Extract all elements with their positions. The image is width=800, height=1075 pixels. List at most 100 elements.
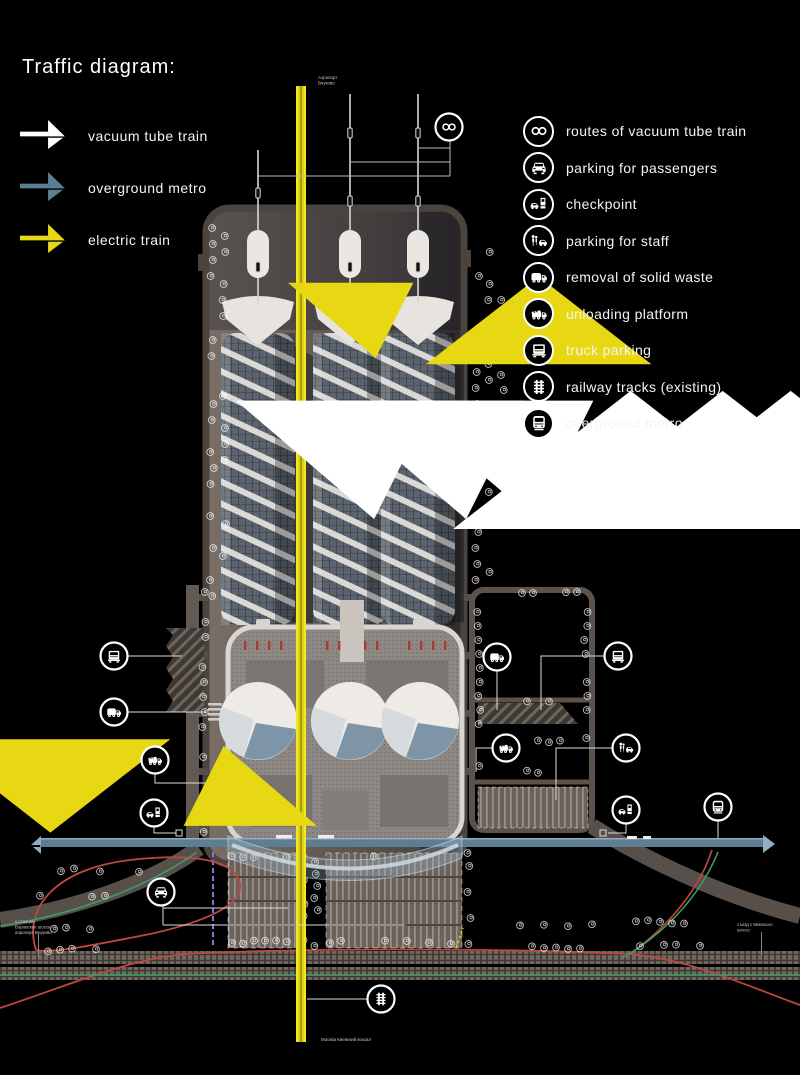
dock-ladder-left bbox=[208, 703, 222, 721]
tree-icon bbox=[208, 256, 217, 264]
tree-icon bbox=[272, 936, 280, 945]
tree-icon bbox=[403, 937, 411, 945]
tree-icon bbox=[206, 480, 215, 488]
checkpoint-callout bbox=[139, 798, 183, 837]
tree-icon bbox=[210, 464, 218, 472]
route-green-left bbox=[0, 851, 198, 927]
tree-icon bbox=[473, 608, 482, 616]
caption-leader-line bbox=[38, 934, 39, 958]
tree-icon bbox=[529, 589, 537, 597]
tree-icon bbox=[310, 942, 319, 950]
tree-icon bbox=[219, 392, 227, 400]
checkpoint-callout bbox=[599, 795, 641, 837]
tree-icon bbox=[644, 916, 652, 925]
tree-icon bbox=[580, 636, 589, 644]
tree-icon bbox=[463, 888, 472, 896]
tree-icon bbox=[50, 925, 58, 933]
tree-icon bbox=[474, 636, 483, 644]
tree-icon bbox=[221, 440, 230, 448]
legend-item-overground-metro: overground metro bbox=[20, 162, 208, 214]
legend-item-railway-tracks: railway tracks (existing) bbox=[523, 369, 746, 406]
infinity-bracket bbox=[258, 141, 451, 177]
ramp-disc-2 bbox=[311, 682, 389, 760]
tree-icon bbox=[485, 280, 494, 288]
tree-icon bbox=[475, 272, 483, 280]
legend-item-vacuum-routes: routes of vacuum tube train bbox=[523, 113, 746, 150]
tree-icon bbox=[218, 296, 227, 304]
tree-icon bbox=[208, 336, 217, 344]
tree-icon bbox=[220, 456, 229, 464]
tree-icon bbox=[476, 706, 485, 714]
tree-icon bbox=[672, 940, 680, 949]
tree-icon bbox=[576, 944, 584, 953]
tree-icon bbox=[201, 633, 210, 641]
tree-icon bbox=[485, 376, 493, 384]
railway-tracks-existing bbox=[0, 951, 800, 980]
tree-icon bbox=[198, 723, 207, 731]
tree-icon bbox=[56, 945, 64, 954]
tree-icon bbox=[583, 692, 592, 700]
tree-icon bbox=[209, 400, 218, 408]
tree-icon bbox=[573, 588, 581, 596]
route-red-loop bbox=[32, 856, 241, 952]
tree-icon bbox=[583, 608, 592, 616]
tree-icon bbox=[485, 568, 494, 576]
tree-icon bbox=[636, 942, 644, 950]
tree-icon bbox=[206, 448, 215, 456]
overground-metro-line bbox=[31, 835, 775, 854]
tree-icon bbox=[199, 828, 208, 836]
tree-icon bbox=[101, 891, 109, 900]
tree-icon bbox=[696, 942, 704, 950]
overground-metro-arrow-icon bbox=[20, 169, 78, 208]
tree-icon bbox=[552, 943, 560, 952]
route-red-main bbox=[0, 948, 800, 1009]
staff-parking-lot bbox=[478, 787, 588, 828]
tree-icon bbox=[228, 939, 236, 947]
caption-leader-line bbox=[761, 932, 762, 955]
tree-icon bbox=[220, 232, 229, 240]
passenger-parking-callout bbox=[146, 877, 405, 926]
tree-icon bbox=[219, 280, 228, 288]
left-service-road bbox=[166, 585, 462, 853]
tree-icon bbox=[588, 920, 596, 929]
tree-icon bbox=[497, 296, 506, 304]
legend-item-truck-parking: truck parking bbox=[523, 332, 746, 369]
tree-icon bbox=[466, 914, 475, 922]
tree-icon bbox=[475, 762, 484, 770]
tree-icon bbox=[447, 939, 455, 948]
metro-icon bbox=[712, 800, 724, 814]
legend-item-parking-passengers: parking for passengers bbox=[523, 150, 746, 187]
truck-front-icon bbox=[523, 334, 554, 366]
tree-icon bbox=[219, 552, 227, 560]
tree-icon bbox=[497, 371, 505, 379]
legend-item-solid-waste: removal of solid waste bbox=[523, 259, 746, 296]
vacuum-routes-callout bbox=[434, 112, 464, 142]
tree-icon bbox=[545, 738, 553, 747]
tree-icon bbox=[209, 544, 217, 552]
tree-icon bbox=[326, 939, 334, 947]
terminal-hall bbox=[219, 600, 465, 846]
tree-icon bbox=[474, 692, 483, 700]
staff-parking-icon bbox=[523, 225, 554, 257]
tree-icon bbox=[199, 693, 208, 701]
car-front-icon bbox=[523, 152, 554, 184]
tree-icon bbox=[523, 766, 531, 775]
tree-icon bbox=[475, 678, 484, 686]
electric-train-line bbox=[296, 86, 306, 1042]
tree-icon bbox=[222, 520, 230, 528]
tree-icon bbox=[313, 882, 322, 890]
unloading-callout bbox=[475, 733, 521, 772]
tree-icon bbox=[92, 945, 100, 954]
truck-parking-callout bbox=[540, 641, 633, 710]
tree-icon bbox=[523, 697, 531, 706]
vacuum-tube-train-arrow-icon bbox=[20, 117, 78, 156]
capsule-pod bbox=[339, 230, 361, 278]
tree-icon bbox=[473, 622, 482, 630]
tree-icon bbox=[201, 588, 209, 596]
tree-icon bbox=[475, 664, 484, 672]
tree-icon bbox=[199, 753, 208, 761]
spiral-ramp-discs bbox=[219, 682, 459, 760]
metro-arrow-right bbox=[763, 835, 775, 853]
